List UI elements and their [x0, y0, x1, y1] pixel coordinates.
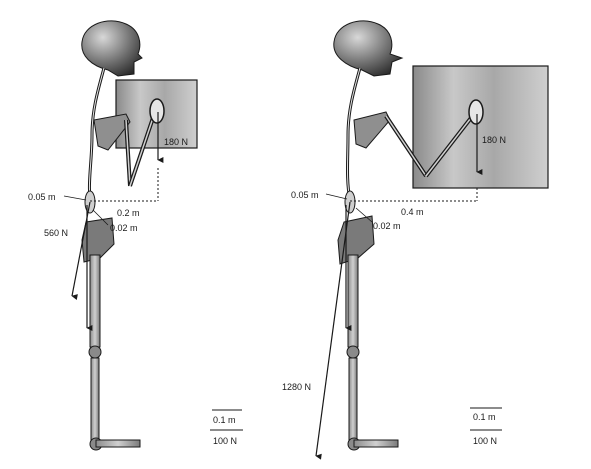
right-figure: 180 N 0.05 m 0.4 m 0.02 m 1280 N 0.1 m 1… [282, 20, 549, 460]
left-dist-small-label: 0.05 m [28, 192, 56, 202]
left-scale-force-label: 100 N [213, 436, 237, 446]
right-muscle-force-arrow [315, 201, 351, 460]
left-muscle-force-label: 560 N [44, 228, 68, 238]
right-head [333, 20, 404, 77]
left-dist-disc-label: 0.02 m [110, 223, 138, 233]
right-dist-small-label: 0.05 m [291, 190, 319, 200]
right-dist-load-label: 0.4 m [401, 207, 424, 217]
left-scale-length-label: 0.1 m [213, 415, 236, 425]
left-figure: 180 N 0.05 m 0.2 m 0.02 m 560 N 0.1 m 10… [28, 20, 243, 451]
left-dist-load-label: 0.2 m [117, 208, 140, 218]
right-foot [353, 439, 399, 448]
right-box-force-label: 180 N [482, 135, 506, 145]
left-femur [89, 254, 101, 348]
right-muscle-force-label: 1280 N [282, 382, 311, 392]
left-shoulder [93, 113, 131, 151]
right-knee [346, 345, 360, 359]
right-scale-force-label: 100 N [473, 436, 497, 446]
right-shoulder [353, 111, 391, 149]
left-hand [149, 98, 165, 124]
left-box-force-label: 180 N [164, 137, 188, 147]
right-dist-disc-label: 0.02 m [373, 221, 401, 231]
left-tibia [90, 357, 100, 441]
right-femur [347, 254, 359, 348]
left-foot [95, 439, 141, 448]
right-tibia [348, 357, 358, 441]
right-box [412, 65, 549, 189]
left-knee [88, 345, 102, 359]
left-head [81, 20, 143, 77]
right-scale-length-label: 0.1 m [473, 412, 496, 422]
right-hand [468, 99, 484, 125]
